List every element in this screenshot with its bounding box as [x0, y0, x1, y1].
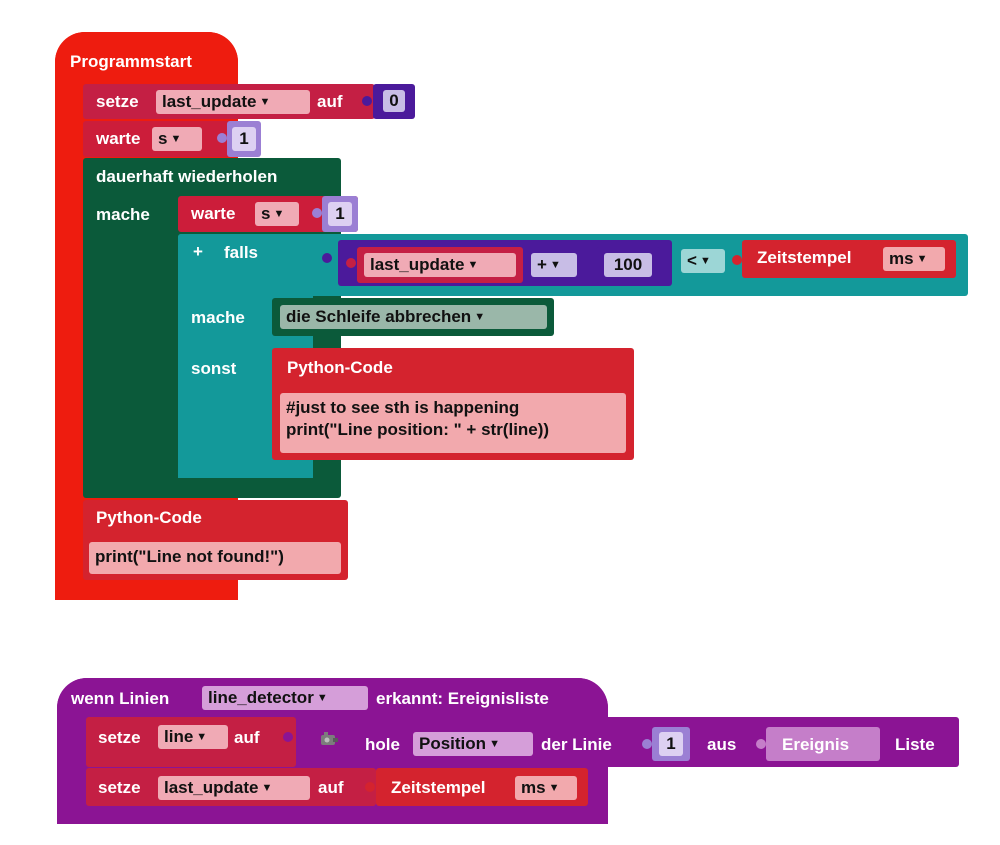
field-name: Position [419, 734, 487, 753]
unit-label: s [261, 204, 271, 223]
chevron-down-icon: ▼ [916, 253, 928, 265]
number-input[interactable]: 100 [604, 253, 652, 277]
chevron-down-icon: ▼ [474, 311, 486, 323]
number-input[interactable]: 0 [383, 90, 405, 112]
variable-name: last_update [162, 92, 257, 111]
to-keyword: auf [317, 92, 343, 111]
math-operator-dropdown[interactable]: + ▼ [531, 253, 577, 277]
timestamp-unit-dropdown[interactable]: ms ▼ [883, 247, 945, 271]
timestamp-unit-dropdown[interactable]: ms ▼ [515, 776, 577, 800]
input-connector [346, 258, 356, 268]
line-detector-dropdown[interactable]: line_detector ▼ [202, 686, 368, 710]
input-connector [322, 253, 332, 263]
variable-dropdown-line[interactable]: line ▼ [158, 725, 228, 749]
chevron-down-icon: ▼ [196, 731, 208, 743]
break-label: die Schleife abbrechen [286, 307, 472, 326]
line-event-prefix: wenn Linien [71, 689, 170, 708]
input-connector [362, 96, 372, 106]
input-connector [365, 782, 375, 792]
position-field-dropdown[interactable]: Position ▼ [413, 732, 533, 756]
set-keyword: setze [98, 728, 141, 747]
python-code-title: Python-Code [96, 508, 202, 527]
chevron-down-icon: ▼ [170, 133, 182, 145]
program-start-hat[interactable] [55, 32, 238, 78]
chevron-down-icon: ▼ [548, 782, 560, 794]
event-variable-label: Ereignis [782, 735, 850, 754]
then-label: mache [191, 308, 245, 327]
if-label: falls [224, 243, 259, 262]
else-label: sonst [191, 359, 237, 378]
gear-icon [318, 729, 340, 751]
input-connector [217, 133, 227, 143]
to-keyword: auf [318, 778, 344, 797]
python-code-title: Python-Code [287, 358, 393, 377]
loop-do-label: mache [96, 205, 150, 224]
python-code-textarea[interactable]: #just to see sth is happening print("Lin… [280, 393, 626, 453]
timestamp-label: Zeitstempel [757, 248, 852, 267]
unit-label: s [158, 129, 168, 148]
of-line-label: der Linie [541, 735, 612, 754]
variable-name: last_update [370, 255, 465, 274]
from-label: aus [707, 735, 737, 754]
input-connector [312, 208, 322, 218]
compare-operator-dropdown[interactable]: < ▼ [681, 249, 725, 273]
event-variable-block[interactable] [766, 727, 880, 761]
python-code-textarea[interactable]: print("Line not found!") [89, 542, 341, 574]
chevron-down-icon: ▼ [549, 259, 561, 271]
list-label: Liste [895, 735, 935, 754]
number-input[interactable]: 1 [328, 202, 352, 226]
chevron-down-icon: ▼ [316, 692, 328, 704]
forever-loop-label: dauerhaft wiederholen [96, 167, 278, 186]
unit-label: ms [521, 778, 546, 797]
unit-label: ms [889, 249, 914, 268]
operator-label: < [687, 251, 697, 270]
program-start-label: Programmstart [70, 52, 192, 71]
wait-keyword: warte [96, 129, 141, 148]
detector-name: line_detector [208, 688, 314, 707]
input-connector [283, 732, 293, 742]
get-label: hole [365, 735, 400, 754]
variable-dropdown-last-update[interactable]: last_update ▼ [158, 776, 310, 800]
variable-dropdown-last-update[interactable]: last_update ▼ [364, 253, 516, 277]
variable-dropdown-last-update[interactable]: last_update ▼ [156, 90, 310, 114]
unit-dropdown[interactable]: s ▼ [255, 202, 299, 226]
break-loop-dropdown[interactable]: die Schleife abbrechen ▼ [280, 305, 547, 329]
operator-label: + [537, 255, 547, 274]
if-block-footer [178, 462, 313, 478]
number-input[interactable]: 1 [659, 732, 683, 756]
chevron-down-icon: ▼ [261, 782, 273, 794]
chevron-down-icon: ▼ [699, 255, 711, 267]
timestamp-label: Zeitstempel [391, 778, 486, 797]
set-keyword: setze [96, 92, 139, 111]
if-plus-icon[interactable]: + [193, 242, 203, 261]
variable-name: line [164, 727, 194, 746]
number-input[interactable]: 1 [232, 127, 256, 151]
chevron-down-icon: ▼ [273, 208, 285, 220]
set-keyword: setze [98, 778, 141, 797]
to-keyword: auf [234, 728, 260, 747]
line-event-suffix: erkannt: Ereignisliste [376, 689, 549, 708]
chevron-down-icon: ▼ [489, 738, 500, 750]
variable-name: last_update [164, 778, 259, 797]
input-connector [732, 255, 742, 265]
unit-dropdown[interactable]: s ▼ [152, 127, 202, 151]
input-connector [642, 739, 652, 749]
chevron-down-icon: ▼ [259, 96, 271, 108]
chevron-down-icon: ▼ [467, 259, 479, 271]
wait-keyword: warte [191, 204, 236, 223]
input-connector [756, 739, 766, 749]
